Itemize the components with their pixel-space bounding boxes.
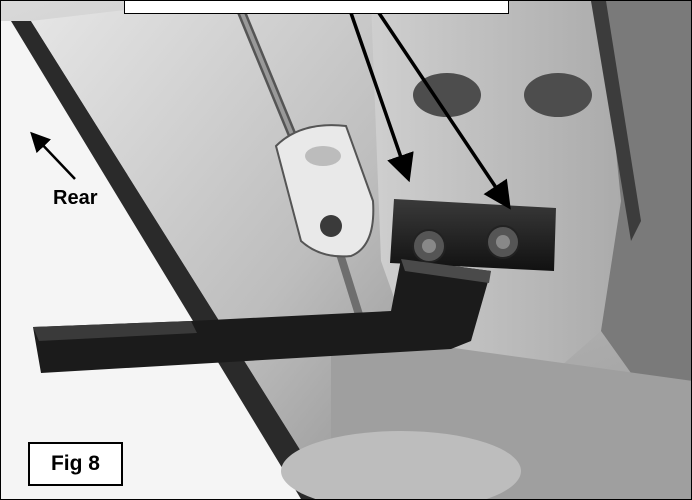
arrow-down-icon: [377, 12, 511, 210]
clip-nut: [320, 215, 342, 237]
oval-hole: [413, 73, 481, 117]
lower-component: [281, 431, 521, 499]
deflector-flap: [33, 259, 491, 373]
arrow-up-left-icon: [30, 131, 76, 180]
oval-hole: [524, 73, 592, 117]
cable-clip: [274, 124, 375, 258]
side-panel-edge: [591, 1, 641, 241]
side-panel: [601, 1, 691, 421]
clip-hole: [305, 146, 341, 166]
bolt-head: [496, 235, 510, 249]
deflector-edge: [33, 321, 197, 341]
arrow-down-icon: [349, 12, 414, 183]
rocker-trim: [11, 21, 331, 499]
callout-box: [124, 1, 509, 14]
deflector-bend: [401, 259, 491, 283]
rear-label: Rear: [53, 187, 98, 209]
figure-label-box: Fig 8: [28, 442, 123, 486]
bolt-head: [422, 239, 436, 253]
background-area: [1, 21, 301, 499]
mounting-plate: [390, 199, 556, 271]
figure-label: Fig 8: [50, 452, 100, 475]
